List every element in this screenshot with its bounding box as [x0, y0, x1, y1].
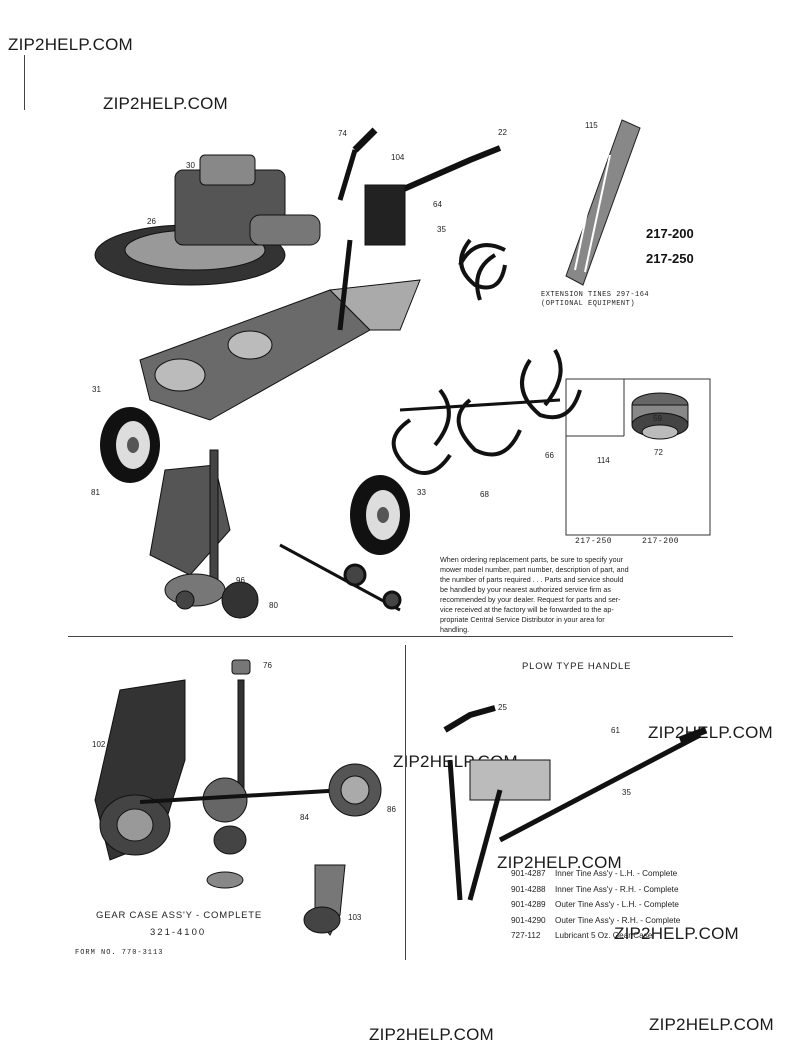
callout-84: 84 [300, 813, 309, 822]
pulley-detail-box [565, 378, 711, 536]
callout-26: 26 [147, 217, 156, 226]
watermark-bottom-center: ZIP2HELP.COM [369, 1025, 494, 1044]
model-number-250: 217-250 [646, 251, 694, 266]
gear-case-title: GEAR CASE ASS'Y - COMPLETE [96, 910, 263, 921]
horizontal-divider [68, 636, 733, 637]
watermark-parts-list: ZIP2HELP.COM [497, 853, 622, 872]
callout-76: 76 [263, 661, 272, 670]
gear-case-number: 321-4100 [150, 927, 207, 938]
gear-case-upper [149, 449, 259, 619]
callout-72: 72 [654, 448, 663, 457]
callout-35-plow: 35 [622, 788, 631, 797]
pulley-label-250: 217-250 [575, 537, 613, 546]
axle-lower [279, 543, 402, 612]
bearing-housing [303, 864, 346, 936]
callout-64: 64 [433, 200, 442, 209]
watermark-bottom-right: ZIP2HELP.COM [649, 1015, 774, 1034]
callout-22: 22 [498, 128, 507, 137]
callout-68: 68 [480, 490, 489, 499]
tine-assemblies [391, 238, 582, 475]
callout-74: 74 [338, 129, 347, 138]
right-wheel [350, 475, 410, 555]
pulley-label-200: 217-200 [642, 537, 680, 546]
left-margin-rule [24, 55, 25, 110]
shield-plate [565, 119, 641, 286]
engine-assembly [94, 154, 321, 286]
callout-80: 80 [269, 601, 278, 610]
callout-96: 96 [236, 576, 245, 585]
ordering-note: When ordering replacement parts, be sure… [440, 555, 629, 634]
callout-104: 104 [391, 153, 405, 162]
watermark-header: ZIP2HELP.COM [103, 94, 228, 113]
callout-30: 30 [186, 161, 195, 170]
callout-66: 66 [545, 451, 554, 460]
callout-61: 61 [611, 726, 620, 735]
frame-assembly [139, 279, 421, 421]
plow-handle-title: PLOW TYPE HANDLE [522, 661, 632, 672]
model-number-200: 217-200 [646, 226, 694, 241]
callout-35: 35 [437, 225, 446, 234]
callout-114: 114 [597, 456, 610, 465]
handle-assembly [337, 127, 502, 331]
gear-case-exploded [94, 659, 382, 889]
plow-handle-illustration [443, 705, 708, 901]
callout-31: 31 [92, 385, 101, 394]
callout-102: 102 [92, 740, 106, 749]
form-number: FORM NO. 770-3113 [75, 949, 164, 957]
callout-81: 81 [91, 488, 100, 497]
callout-103: 103 [348, 913, 362, 922]
callout-115: 115 [585, 121, 598, 130]
watermark-top-left: ZIP2HELP.COM [8, 35, 133, 54]
watermark-lower-right: ZIP2HELP.COM [614, 924, 739, 943]
vertical-divider [405, 645, 406, 960]
left-wheel [100, 407, 160, 483]
pulley-assembly [631, 392, 689, 440]
extension-tines-caption: EXTENSION TINES 297-164 (OPTIONAL EQUIPM… [541, 291, 650, 308]
callout-25: 25 [498, 703, 507, 712]
callout-86: 86 [387, 805, 396, 814]
callout-59: 59 [653, 414, 662, 423]
callout-33: 33 [417, 488, 426, 497]
